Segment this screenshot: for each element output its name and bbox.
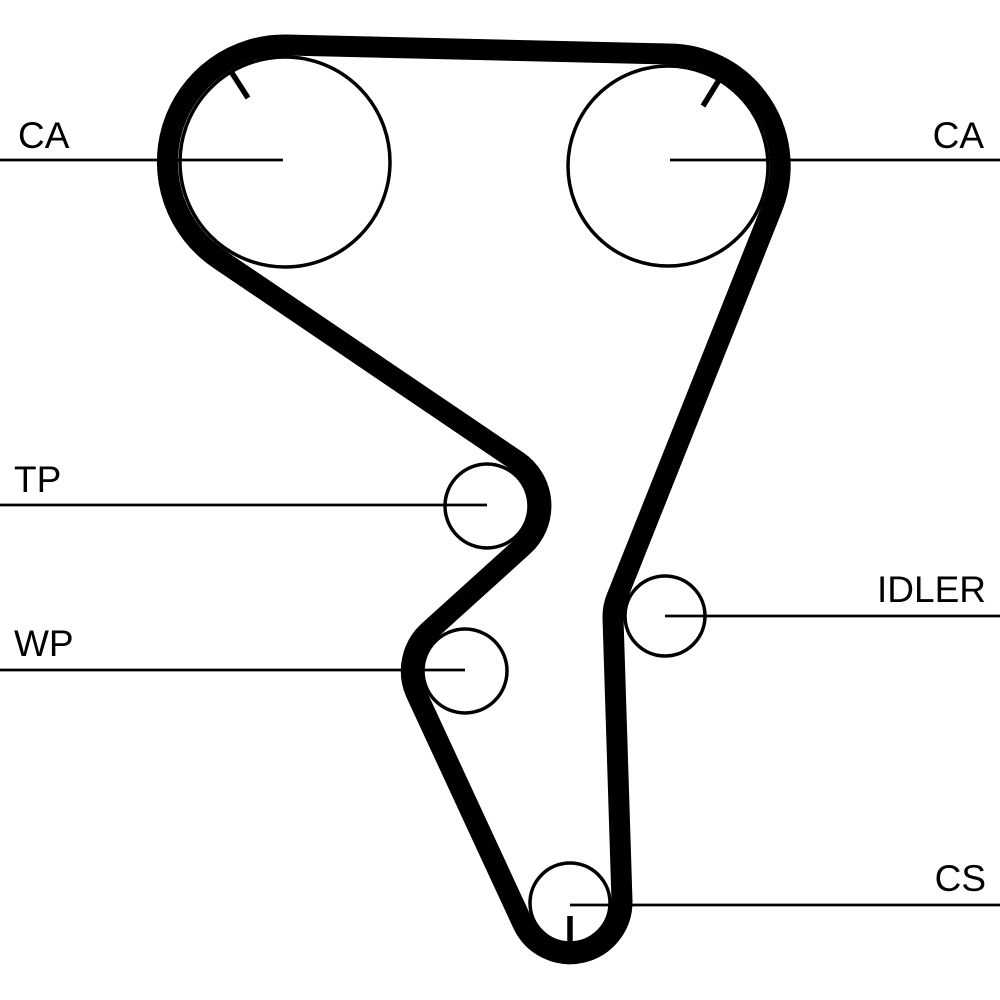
water-pump-label: WP bbox=[14, 623, 74, 664]
timing-belt bbox=[156, 34, 791, 965]
crankshaft-label: CS bbox=[935, 858, 986, 899]
tensioner-pulley-label: TP bbox=[14, 459, 61, 500]
labels-layer: CA CA TP WP IDLER CS bbox=[14, 115, 986, 899]
camshaft-left-timing-mark bbox=[229, 71, 251, 100]
timing-marks-layer bbox=[229, 71, 722, 948]
camshaft-left-circle bbox=[178, 55, 392, 269]
idler-pulley-label: IDLER bbox=[877, 569, 986, 610]
camshaft-left-label: CA bbox=[18, 115, 70, 156]
camshaft-right-label: CA bbox=[933, 115, 985, 156]
leader-lines-layer bbox=[0, 158, 1000, 907]
pulleys-layer bbox=[178, 55, 770, 945]
camshaft-right-circle bbox=[566, 64, 770, 268]
camshaft-right-timing-mark bbox=[700, 78, 722, 108]
belt-layer bbox=[156, 34, 791, 965]
